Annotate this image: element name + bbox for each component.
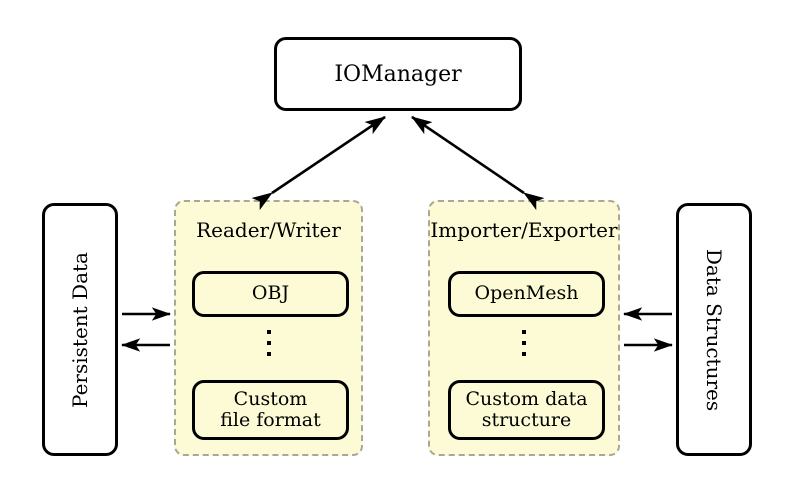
panel-reader-writer-ellipsis-icon [176, 330, 361, 356]
item-label-line2: structure [481, 409, 572, 431]
arrow-iomanager-reader-writer [251, 115, 386, 211]
panel-importer-exporter[interactable]: Importer/Exporter OpenMesh Custom data s… [428, 200, 620, 456]
item-label-line1: Custom [233, 387, 308, 410]
arrow-iomanager-importer-exporter [411, 115, 545, 211]
panel-reader-writer-item-custom-file-format[interactable]: Custom file format [192, 380, 349, 440]
panel-reader-writer-item-obj[interactable]: OBJ [192, 271, 349, 317]
panel-importer-exporter-item-openmesh[interactable]: OpenMesh [448, 271, 605, 317]
item-label: OBJ [251, 282, 290, 305]
node-iomanager-label: IOManager [334, 61, 462, 87]
item-label: Custom file format [220, 387, 321, 432]
panel-reader-writer-title: Reader/Writer [196, 218, 341, 242]
node-iomanager[interactable]: IOManager [274, 37, 522, 111]
panel-reader-writer[interactable]: Reader/Writer OBJ Custom file format [174, 200, 363, 456]
panel-importer-exporter-item-custom-data-structure[interactable]: Custom data structure [448, 380, 605, 440]
panel-importer-exporter-title: Importer/Exporter [430, 218, 618, 242]
item-label: Custom data structure [465, 387, 588, 432]
node-data-structures[interactable]: Data Structures [676, 203, 752, 456]
node-data-structures-label: Data Structures [702, 248, 726, 411]
node-persistent-data[interactable]: Persistent Data [42, 203, 118, 456]
node-persistent-data-label: Persistent Data [68, 251, 93, 408]
panel-importer-exporter-ellipsis-icon [430, 330, 618, 356]
item-label: OpenMesh [474, 282, 579, 305]
item-label-line1: Custom data [465, 387, 588, 410]
item-label-line2: file format [220, 409, 321, 431]
